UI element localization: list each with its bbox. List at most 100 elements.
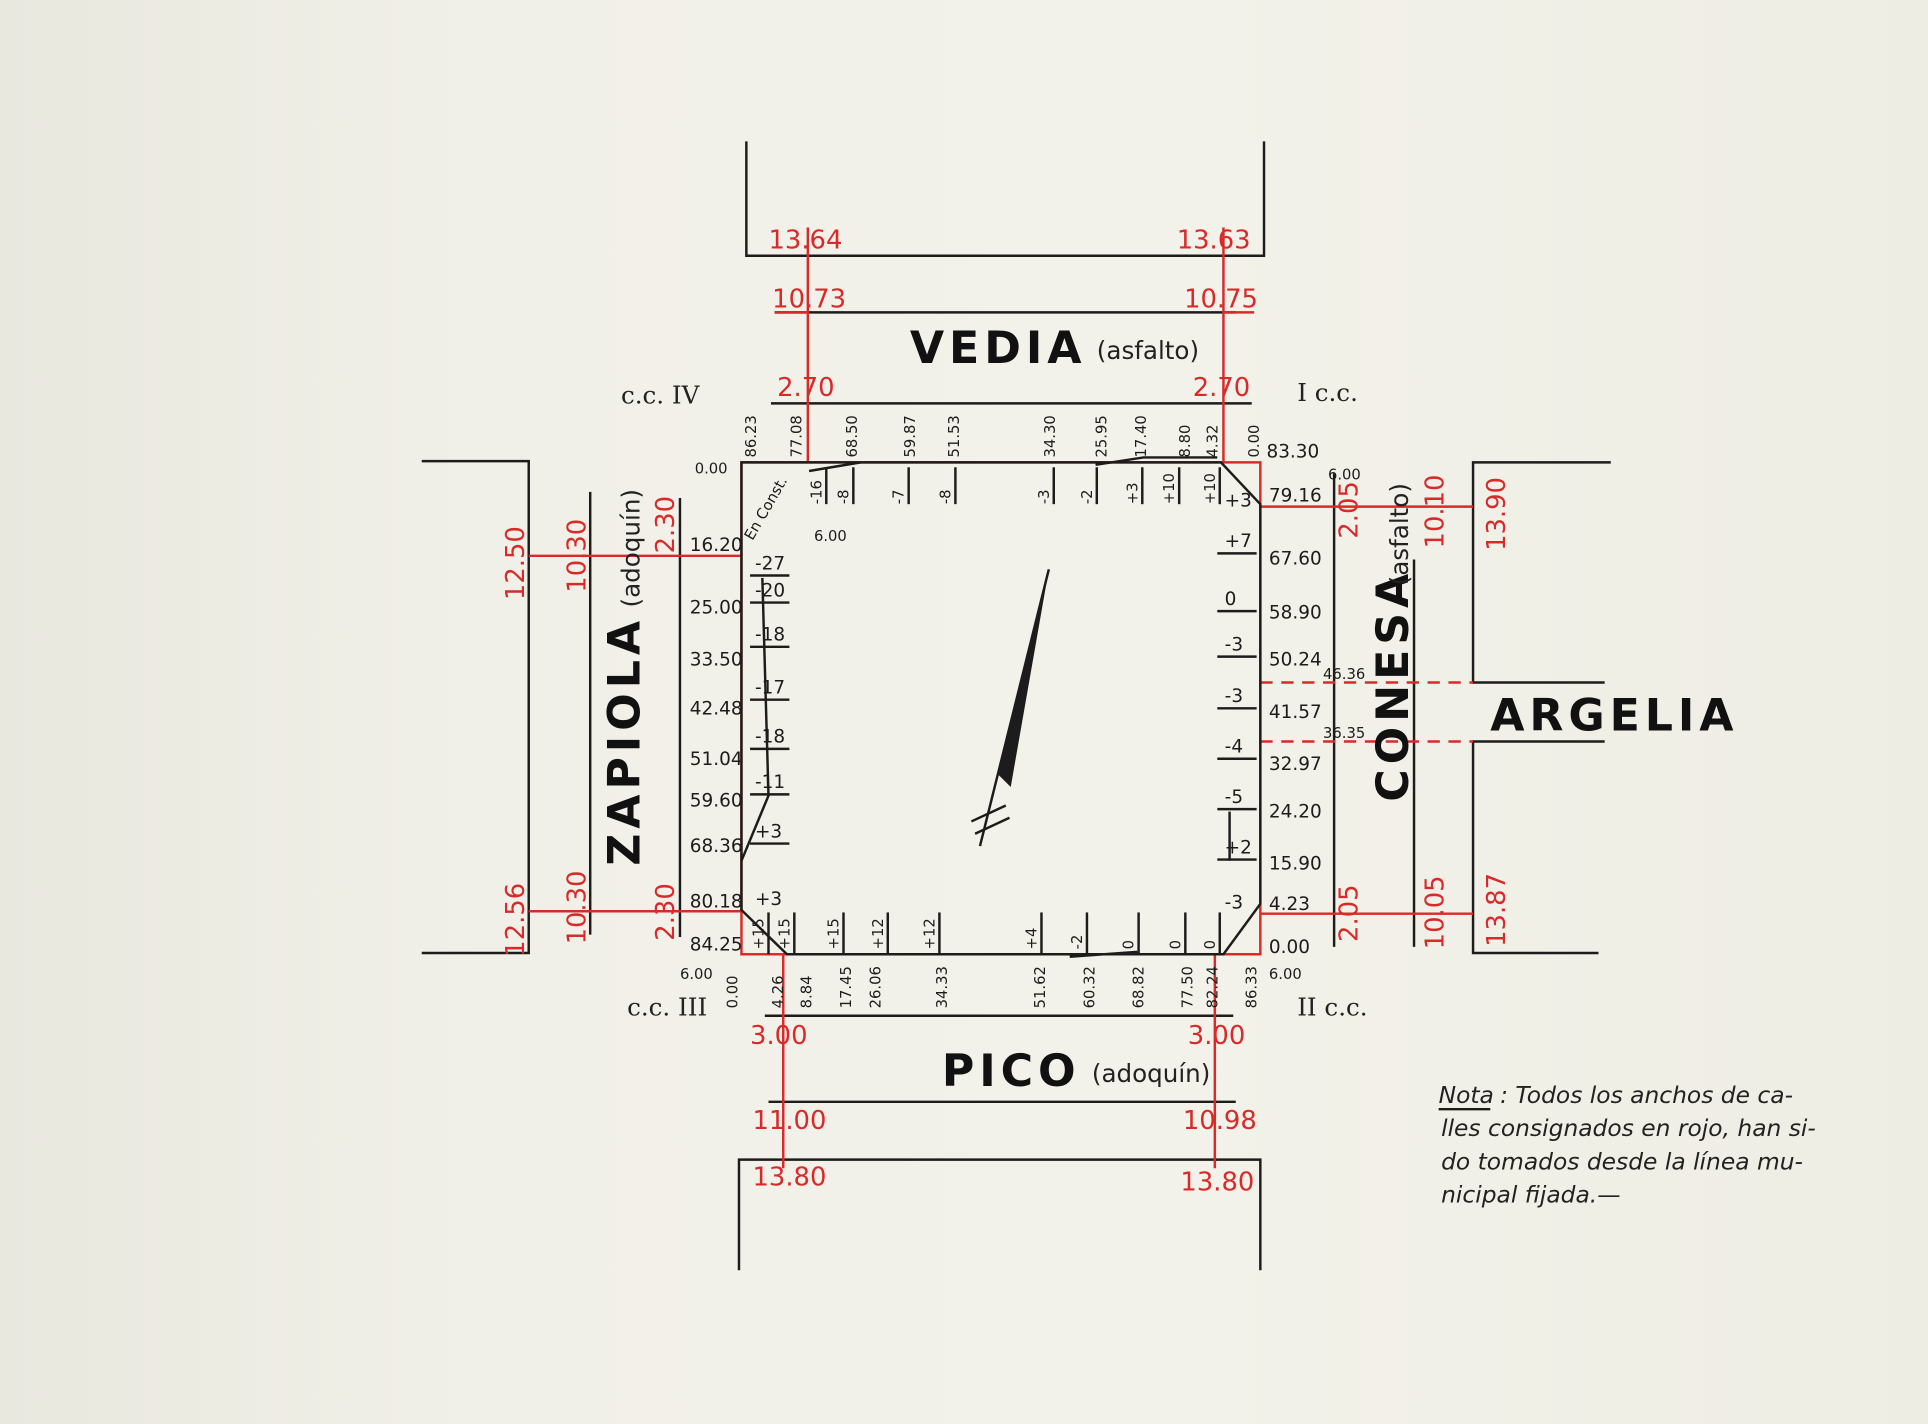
south-distance: 26.06 [867,966,884,1008]
east-distance: 67.60 [1269,548,1322,569]
north-distance: 68.50 [844,415,861,457]
chamfer-nw: 6.00 [814,528,847,545]
street-name-vedia: VEDIA [910,323,1087,374]
north-offset: +10 [1161,473,1178,504]
east-distance: 4.23 [1269,894,1310,915]
west-distance: 80.18 [690,892,743,913]
north-distance: 86.23 [743,415,760,457]
south-offset: +4 [1024,928,1041,950]
north-distance: 51.53 [946,415,963,457]
width-vedia-left: 2.70 [777,373,834,403]
east-offset: +2 [1225,837,1252,858]
offset-ticks [750,467,1491,1111]
width-conesa-top: 13.90 [1482,477,1512,551]
east-offset: +7 [1225,531,1252,552]
south-distance: 4.26 [770,976,787,1009]
width-conesa-bottom: 10.05 [1421,875,1451,949]
width-vedia-left: 13.64 [768,225,842,255]
west-distance: 68.36 [690,836,743,857]
nota-line: : Todos los anchos de ca- [1500,1081,1793,1109]
north-distance: 59.87 [902,415,919,457]
width-conesa-bottom: 13.87 [1482,873,1512,947]
east-distance: 24.20 [1269,802,1322,823]
street-surface-pico: (adoquín) [1092,1059,1210,1088]
width-pico-left: 13.80 [753,1162,827,1192]
north-distance: 4.32 [1204,425,1221,458]
width-conesa-top: 2.05 [1334,481,1364,538]
width-vedia-right: 13.63 [1177,225,1251,255]
south-distance: 82.24 [1204,966,1221,1008]
north-distance: 77.08 [789,415,806,457]
street-name-conesa: CONESA [1368,569,1419,802]
west-offset: -18 [755,625,785,646]
street-surface-zapiola: (adoquín) [616,489,645,607]
west-offset: -11 [755,772,785,793]
width-conesa-top: 10.10 [1421,475,1451,549]
south-distance: 60.32 [1081,966,1098,1008]
north-distance: 25.95 [1094,415,1111,457]
conesa-street-lines [1260,461,1611,955]
north-offset: +10 [1202,473,1219,504]
south-distance: 0.00 [725,976,742,1009]
chamfer-sw: 6.00 [680,966,713,983]
south-offset: 0 [1167,940,1184,949]
east-distance: 58.90 [1269,603,1322,624]
argelia-mark-north: 46.36 [1323,666,1365,683]
east-distance: 15.90 [1269,853,1322,874]
width-vedia-right: 10.75 [1184,284,1258,314]
east-offset: -3 [1225,686,1243,707]
west-offset: +3 [755,889,782,910]
north-offset: -2 [1079,489,1096,504]
east-offset: -4 [1225,737,1243,758]
north-distance: 17.40 [1133,415,1150,457]
west-offset: -18 [755,727,785,748]
width-zapiola-top: 12.50 [501,526,531,600]
width-zapiola-bottom: 2.30 [651,883,681,940]
east-distance: 0.00 [1269,937,1310,958]
width-zapiola-bottom: 12.56 [501,883,531,957]
nota-line: nicipal fijada.— [1441,1181,1621,1209]
west-distance: 42.48 [690,698,743,719]
west-distance: 84.25 [690,935,743,956]
south-offset: +15 [751,918,768,949]
width-zapiola-top: 2.30 [651,496,681,553]
north-offset: -8 [835,489,852,504]
nota-line: lles consignados en rojo, han si- [1441,1114,1816,1142]
west-distance: 33.50 [690,649,743,670]
chamfer-se: 6.00 [1269,966,1302,983]
south-distance: 8.84 [799,976,816,1009]
north-distance: 8.80 [1177,425,1194,458]
south-offset: +12 [870,918,887,949]
argelia-mark-south: 36.35 [1323,725,1365,742]
north-distance: 0.00 [1246,425,1263,458]
block-outline [740,456,1262,958]
north-offset: -8 [937,489,954,504]
north-corner-distance: 0.00 [695,460,728,477]
north-offset: -16 [808,480,825,504]
east-distance: 41.57 [1269,702,1322,723]
east-offset: +3 [1225,491,1252,512]
width-pico-right: 10.98 [1183,1106,1257,1136]
en-construccion-note: En Const. [741,474,791,543]
width-pico-left: 3.00 [750,1021,807,1051]
nota-line: do tomados desde la línea mu- [1441,1147,1803,1175]
width-pico-right: 3.00 [1188,1021,1245,1051]
west-offset: -27 [755,553,785,574]
nota-label: Nota [1439,1081,1494,1109]
west-distance: 25.00 [690,598,743,619]
south-offset: +12 [921,918,938,949]
width-conesa-bottom: 2.05 [1334,884,1364,941]
west-distance: 51.04 [690,749,743,770]
street-name-argelia: ARGELIA [1490,690,1738,741]
south-distance: 68.82 [1131,966,1148,1008]
south-distance: 17.45 [838,966,855,1008]
width-vedia-right: 2.70 [1193,373,1250,403]
west-offset: -17 [755,678,785,699]
east-distance: 50.24 [1269,649,1322,670]
width-vedia-left: 10.73 [772,284,846,314]
west-offset: -20 [755,580,785,601]
north-offset: -3 [1036,489,1053,504]
north-arrow-icon [970,569,1051,847]
